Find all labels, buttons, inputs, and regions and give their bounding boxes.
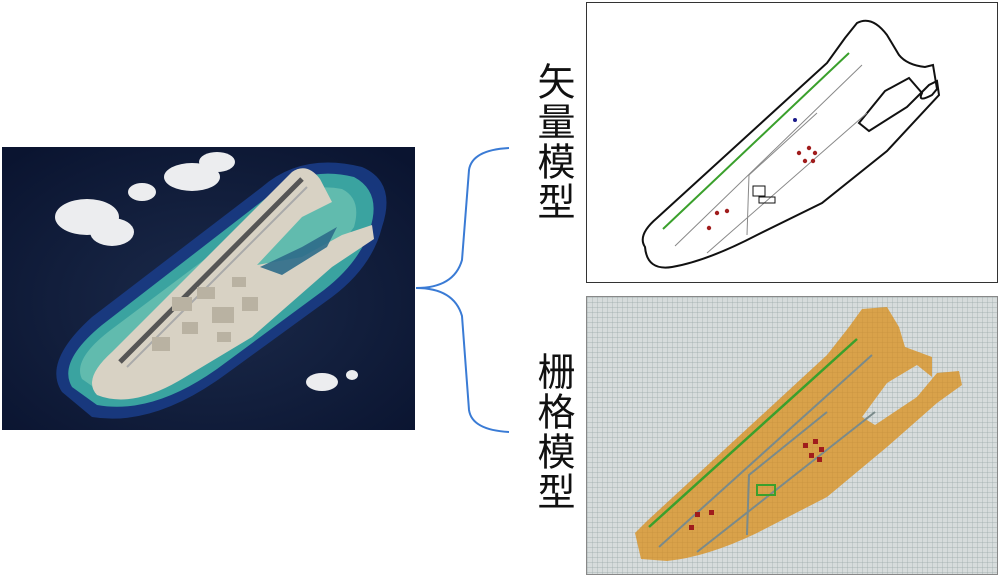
brace-lower-arm (415, 287, 510, 433)
road-line (706, 112, 868, 254)
runway-line (662, 52, 850, 230)
vector-model-panel (586, 2, 998, 283)
road-raster (696, 411, 876, 553)
brace-upper-arm (415, 147, 510, 289)
road-raster-2 (746, 411, 828, 536)
building-outline (752, 185, 766, 197)
buildings (152, 277, 258, 351)
raster-grid-map (587, 297, 997, 574)
satellite-image (2, 147, 415, 430)
building-raster (756, 484, 776, 496)
runway-raster (648, 338, 858, 528)
raster-model-panel (586, 296, 998, 575)
satellite-photo-graphic (2, 147, 415, 430)
raster-model-label: 栅格模型 (531, 352, 575, 512)
clouds (55, 152, 358, 391)
marker-blue (793, 118, 797, 122)
taxiway-raster (658, 354, 873, 548)
road-line-2 (746, 112, 818, 236)
markers-red (706, 145, 818, 231)
markers-raster (689, 439, 824, 530)
harbor (260, 227, 337, 275)
vector-model-label: 矢量模型 (531, 62, 575, 222)
brace-connector (415, 147, 510, 433)
building-outline (758, 196, 776, 204)
runway (118, 177, 304, 364)
taxiway-line (674, 64, 863, 247)
vector-outline-map (641, 19, 941, 269)
island-outline (641, 19, 941, 269)
